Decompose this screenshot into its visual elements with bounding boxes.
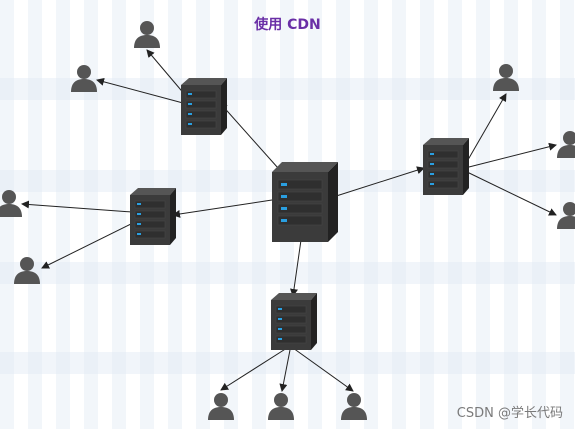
user-icon [208,393,234,420]
arrow-edge-right-to-user [464,142,557,169]
watermark: CSDN @学长代码 [456,406,563,421]
background-band [0,78,575,100]
user-icon [268,393,294,420]
arrow-edge-right-to-user [464,93,507,166]
user-icon [341,393,367,420]
edge-bottom-server-icon [270,292,318,351]
arrow-origin-to-edge-top [219,102,279,169]
user-icon [14,257,40,284]
edge-user-links [21,49,557,392]
user-icon [493,64,519,91]
arrow-origin-to-edge-right [329,166,425,199]
origin-links [172,102,425,297]
user-icon [71,65,97,92]
origin-server-icon [271,161,339,243]
arrow-edge-top-to-user [96,77,184,104]
arrow-edge-top-to-user [146,49,187,97]
diagram-title: 使用 CDN [254,17,321,33]
background-band [0,262,575,284]
arrow-edge-left-to-user [21,200,133,213]
arrow-edge-bottom-to-user [292,347,354,392]
edge-left-server-icon [129,187,177,246]
arrow-edge-right-to-user [464,170,557,216]
edge-top-server-icon [180,77,228,136]
arrow-edge-bottom-to-user [279,349,291,392]
arrow-edge-bottom-to-user [220,347,288,391]
arrow-edge-left-to-user [41,221,136,269]
edge-right-server-icon [422,137,470,196]
user-icon [0,190,22,217]
user-icon [557,202,575,229]
user-icon [134,21,160,48]
arrow-origin-to-edge-bottom [290,239,302,297]
user-icon [557,131,575,158]
arrow-origin-to-edge-left [172,199,273,218]
